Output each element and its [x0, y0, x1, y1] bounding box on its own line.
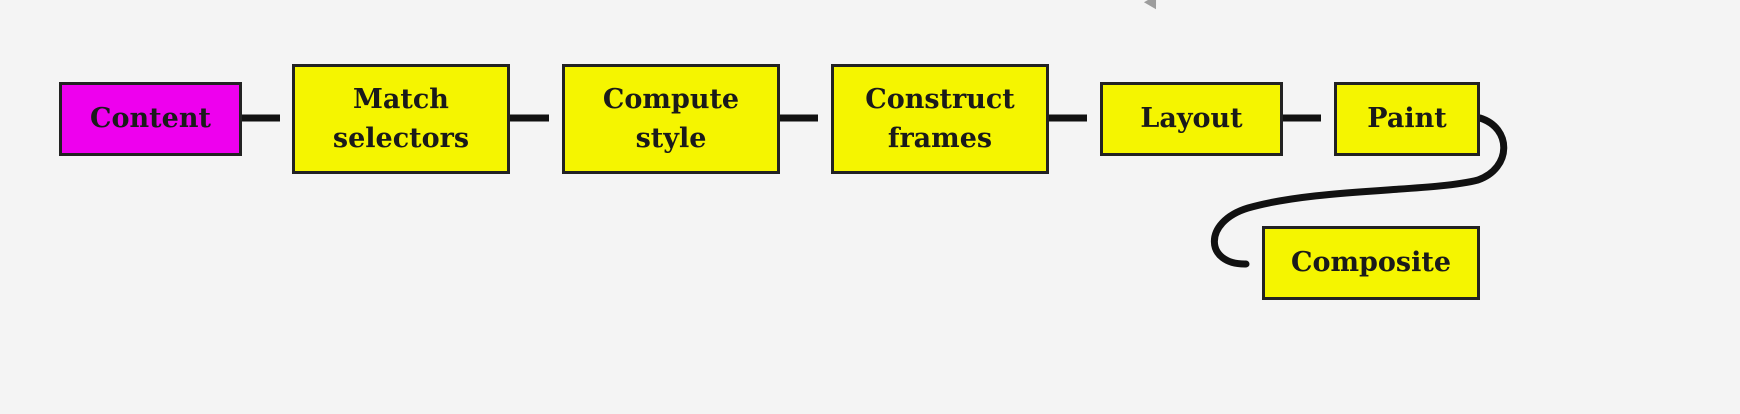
node-compute-style: Compute style [562, 64, 780, 174]
node-content: Content [59, 82, 242, 156]
node-compute-style-label: Compute style [602, 83, 740, 154]
node-content-label: Content [90, 103, 211, 135]
node-construct-frames-label: Construct frames [865, 83, 1015, 154]
node-layout-label: Layout [1140, 103, 1243, 135]
edge-paint-composite [1210, 114, 1508, 268]
node-composite: Composite [1262, 226, 1480, 300]
node-match-selectors: Match selectors [292, 64, 510, 174]
node-composite-label: Composite [1290, 247, 1452, 279]
node-match-selectors-label: Match selectors [332, 83, 470, 154]
node-construct-frames: Construct frames [831, 64, 1049, 174]
node-layout: Layout [1100, 82, 1283, 156]
node-paint: Paint [1334, 82, 1480, 156]
node-paint-label: Paint [1367, 103, 1447, 135]
